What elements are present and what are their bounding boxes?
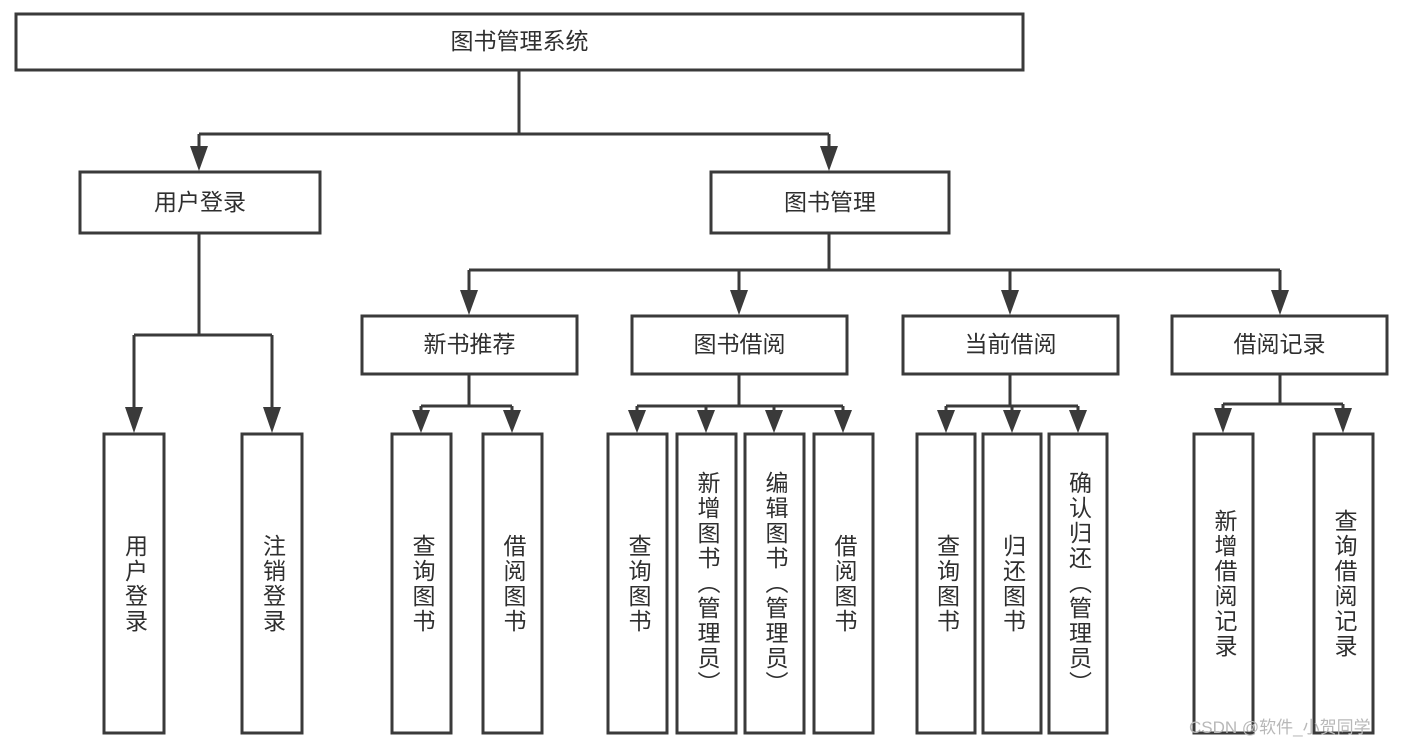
arrow-head-leaf-logout: [263, 407, 281, 433]
node-box-root[interactable]: [14, 12, 1025, 72]
node-box-new-book-recommend[interactable]: [360, 314, 579, 376]
arrow-head-borrow-record: [1271, 290, 1289, 315]
node-box-leaf-query-book-1[interactable]: [390, 432, 453, 735]
arrow-head-leaf-borrow-book-2: [834, 410, 852, 433]
connector-userlogin-to-leaves: [125, 233, 281, 433]
connector-newbook-to-leaves: [412, 374, 521, 433]
connector-currentborrow-to-leaves: [937, 374, 1087, 433]
arrow-head-leaf-query-book-2: [628, 410, 646, 433]
arrow-head-leaf-confirm-return: [1069, 410, 1087, 433]
connector-root-to-level2: [190, 70, 838, 171]
node-box-leaf-add-borrow-record[interactable]: [1192, 432, 1255, 735]
node-box-leaf-query-book-2[interactable]: [606, 432, 669, 735]
node-box-user-login[interactable]: [78, 170, 322, 235]
node-box-current-borrow[interactable]: [901, 314, 1120, 376]
arrow-head-new-book-recommend: [460, 290, 478, 315]
connector-bookmgmt-to-level3: [460, 233, 1289, 315]
arrow-head-leaf-query-book-3: [937, 410, 955, 433]
node-box-leaf-user-login[interactable]: [102, 432, 166, 735]
node-box-leaf-borrow-book-1[interactable]: [481, 432, 544, 735]
arrow-head-leaf-borrow-book-1: [503, 410, 521, 433]
arrow-head-leaf-query-borrow-record: [1334, 408, 1352, 433]
arrow-head-leaf-edit-book: [765, 410, 783, 433]
node-box-leaf-add-book[interactable]: [675, 432, 738, 735]
node-box-book-borrow[interactable]: [630, 314, 849, 376]
node-boxes: [14, 12, 1389, 735]
node-box-book-management[interactable]: [709, 170, 951, 235]
node-box-leaf-query-book-3[interactable]: [915, 432, 977, 735]
arrow-head-leaf-query-book-1: [412, 410, 430, 433]
arrow-head-current-borrow: [1001, 290, 1019, 315]
node-box-leaf-logout[interactable]: [240, 432, 304, 735]
node-box-leaf-query-borrow-record[interactable]: [1312, 432, 1375, 735]
connector-bookborrow-to-leaves: [628, 374, 852, 433]
arrow-head-leaf-add-borrow-record: [1214, 408, 1232, 433]
arrow-head-leaf-return-book: [1003, 410, 1021, 433]
watermark-text: CSDN @软件_小贺同学: [1189, 718, 1371, 737]
node-box-leaf-edit-book[interactable]: [743, 432, 806, 735]
node-box-leaf-confirm-return[interactable]: [1047, 432, 1109, 735]
arrow-head-user-login: [190, 146, 208, 171]
arrow-head-leaf-add-book: [697, 410, 715, 433]
connector-borrowrecord-to-leaves: [1214, 374, 1352, 433]
arrow-head-leaf-user-login: [125, 407, 143, 433]
arrow-head-book-borrow: [730, 290, 748, 315]
node-box-leaf-borrow-book-2[interactable]: [812, 432, 875, 735]
node-box-borrow-record[interactable]: [1170, 314, 1389, 376]
arrow-head-book-management: [820, 146, 838, 171]
node-box-leaf-return-book[interactable]: [981, 432, 1043, 735]
